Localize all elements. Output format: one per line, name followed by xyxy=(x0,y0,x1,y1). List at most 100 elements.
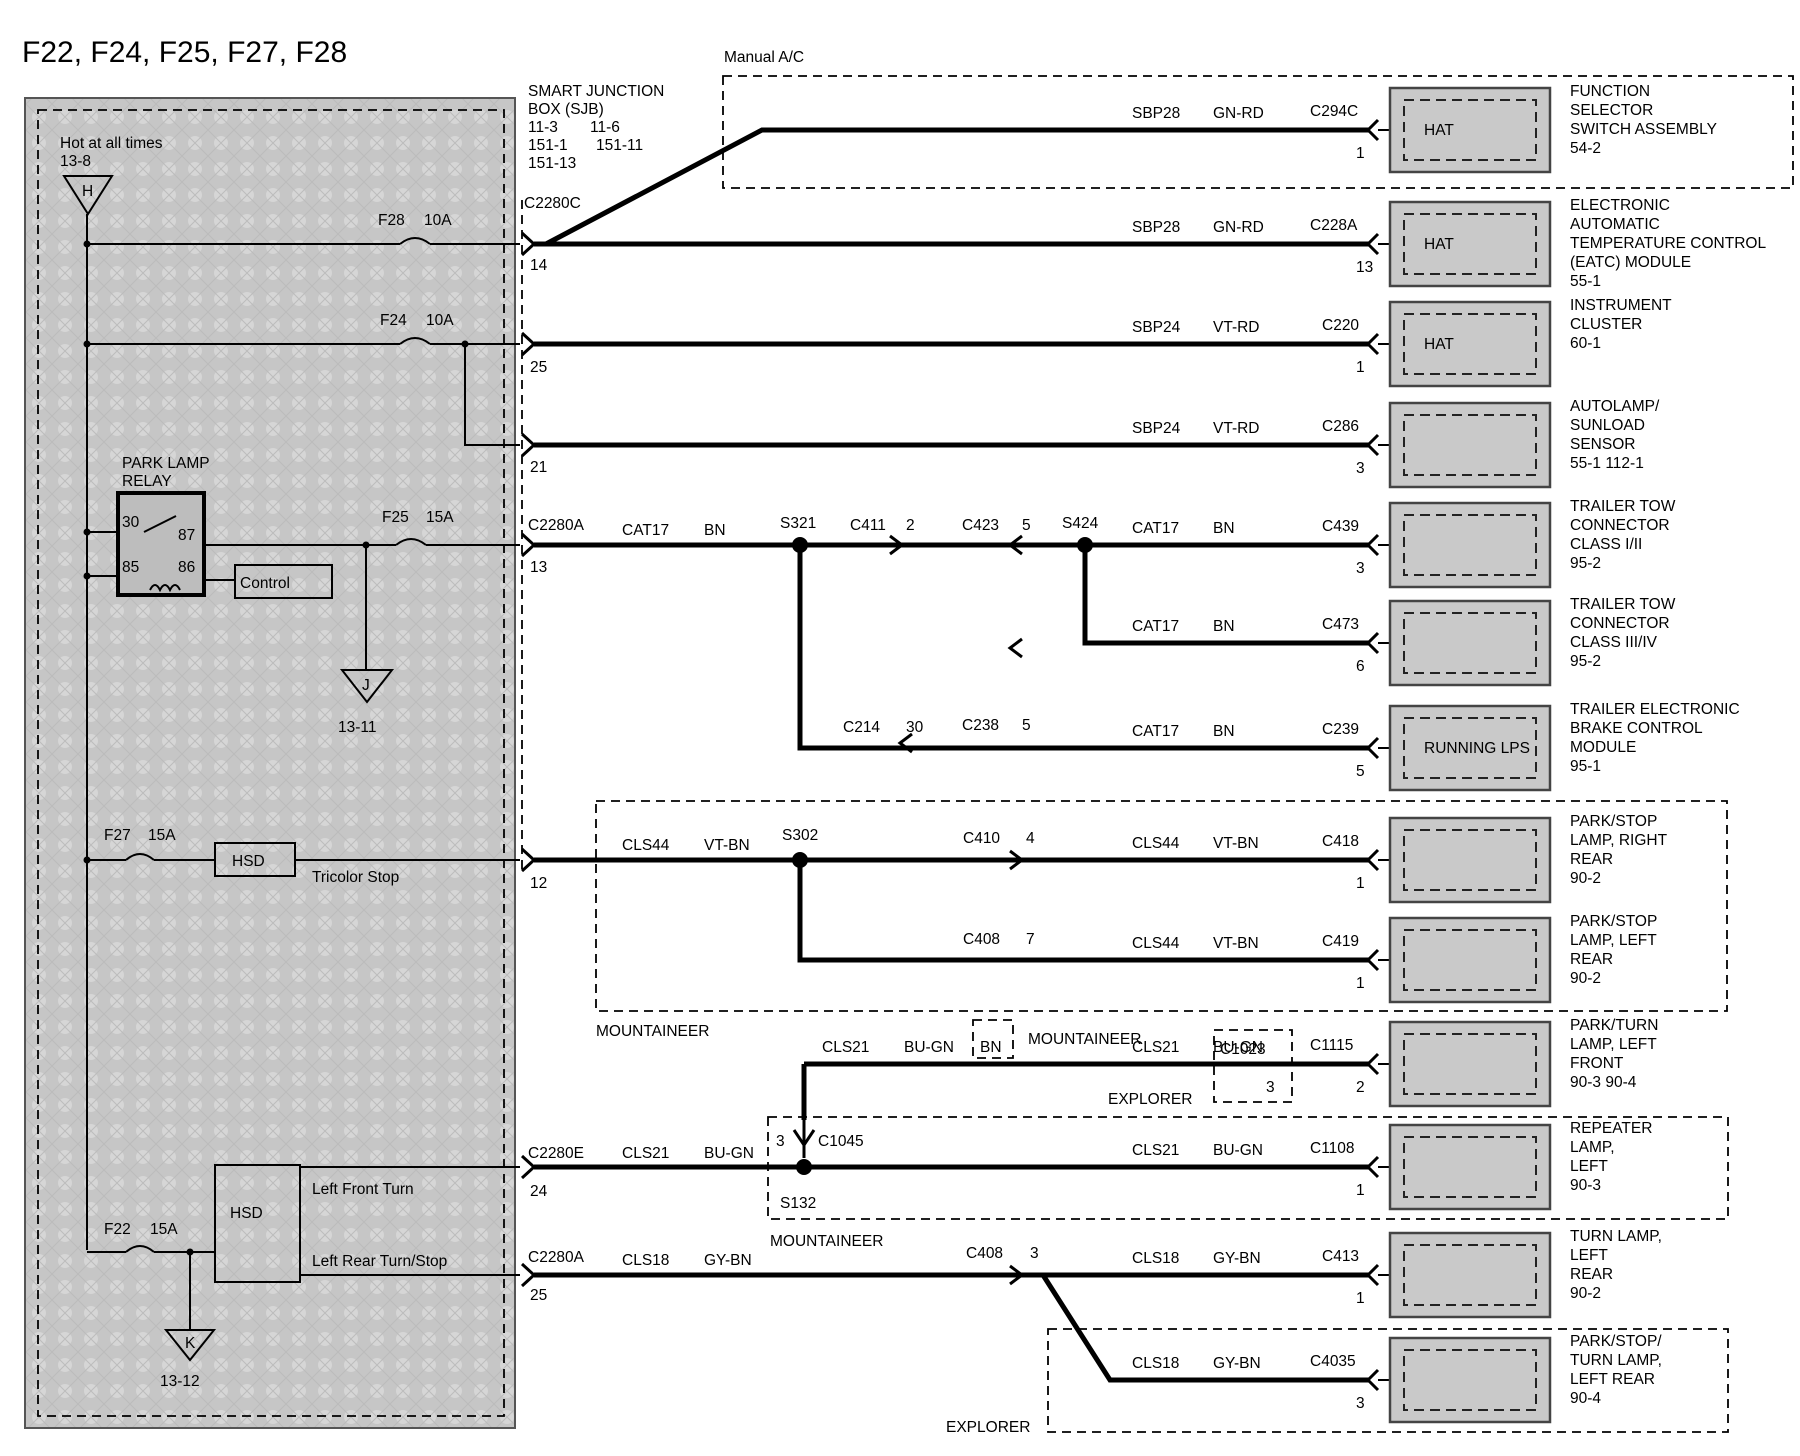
connector-c2280a-1: C2280A xyxy=(528,517,585,534)
splice-s321 xyxy=(792,537,808,553)
component-name-line: 90-2 xyxy=(1570,870,1601,887)
component-name-line: TRAILER TOW xyxy=(1570,498,1676,515)
connector-arrow xyxy=(1365,1263,1380,1287)
component-name-line: AUTOLAMP/ xyxy=(1570,398,1660,415)
component-name-line: FRONT xyxy=(1570,1055,1624,1072)
component-name-line: REAR xyxy=(1570,1266,1613,1283)
inline-c423: C423 xyxy=(962,517,999,534)
mountaineer-region-1 xyxy=(595,800,1728,1012)
sjb-pin-12: 12 xyxy=(530,875,547,892)
inline-connector-arrows xyxy=(889,534,1025,1286)
component-box xyxy=(1388,501,1552,589)
sjb-ref-3: 151-1 xyxy=(528,137,568,154)
control-label: Control xyxy=(240,575,290,592)
wire-circuit-label: CAT17 xyxy=(1132,520,1179,537)
connector-arrow xyxy=(1365,736,1380,760)
wire-color-label: BN xyxy=(1213,520,1235,537)
component-name-line: 95-1 xyxy=(1570,758,1601,775)
component-name-line: LEFT REAR xyxy=(1570,1371,1655,1388)
component-name-line: LAMP, xyxy=(1570,1139,1615,1156)
component-inner-box xyxy=(1403,717,1537,779)
page-title: F22, F24, F25, F27, F28 xyxy=(22,36,347,69)
component-inner-box xyxy=(1403,1244,1537,1306)
connector-label: C1108 xyxy=(1310,1140,1355,1157)
connector-c2280a-2: C2280A xyxy=(528,1249,585,1266)
mountaineer-label-2: MOUNTAINEER xyxy=(770,1233,883,1250)
component-box xyxy=(1388,599,1552,687)
manual-ac-label: Manual A/C xyxy=(724,49,804,66)
inline-c410-pin: 4 xyxy=(1026,830,1035,847)
connector-pin: 1 xyxy=(1356,1182,1365,1199)
connector-label: C418 xyxy=(1322,833,1359,850)
component-name-line: CONNECTOR xyxy=(1570,615,1670,632)
component-name-line: REPEATER xyxy=(1570,1120,1652,1137)
wire-circuit-label: CLS21 xyxy=(1132,1039,1179,1056)
wire-circuit-label: CLS18 xyxy=(1132,1355,1179,1372)
src-wire-cls44-circuit: CLS44 xyxy=(622,837,670,854)
src-wire-cat17-circuit: CAT17 xyxy=(622,522,669,539)
wire-circuit-label: SBP28 xyxy=(1132,219,1180,236)
ground-k-letter: K xyxy=(185,1335,196,1352)
component-name-line: 60-1 xyxy=(1570,335,1601,352)
component-box xyxy=(1388,1336,1552,1424)
component-name-line: 95-2 xyxy=(1570,555,1601,572)
component-box xyxy=(1388,704,1552,792)
component-name-line: CLUSTER xyxy=(1570,316,1642,333)
component-inner-label: HAT xyxy=(1424,336,1454,353)
connector-label: C228A xyxy=(1310,217,1358,234)
sjb-ref-4: 151-11 xyxy=(596,137,643,154)
component-inner-label: HAT xyxy=(1424,236,1454,253)
connector-arrow xyxy=(1365,232,1380,256)
component-inner-box xyxy=(1403,313,1537,375)
connector-label: C286 xyxy=(1322,418,1359,435)
src-wire-cls21-color: BU-GN xyxy=(704,1145,754,1162)
inline-c410: C410 xyxy=(963,830,1000,847)
component-name-line: SWITCH ASSEMBLY xyxy=(1570,121,1717,138)
connector-arrow xyxy=(1365,948,1380,972)
inline-c1023-pin: 3 xyxy=(1266,1079,1275,1096)
relay-pin-87: 87 xyxy=(178,527,195,544)
ground-k-ref: 13-12 xyxy=(160,1373,200,1390)
component-inner-box xyxy=(1403,414,1537,476)
wire-circuit-label: SBP24 xyxy=(1132,420,1181,437)
wire-circuit-label: CLS18 xyxy=(1132,1250,1179,1267)
component-name-line: PARK/STOP xyxy=(1570,913,1657,930)
component-name-line: TRAILER TOW xyxy=(1570,596,1676,613)
sjb-name-line1: SMART JUNCTION xyxy=(528,83,664,100)
inline-c408b-pin: 3 xyxy=(1030,1245,1039,1262)
connector-arrow xyxy=(1365,1155,1380,1179)
component-inner-box xyxy=(1403,213,1537,275)
connector-c2280e: C2280E xyxy=(528,1145,584,1162)
component-name-line: TURN LAMP, xyxy=(1570,1228,1662,1245)
hsd-turn-box xyxy=(214,1164,301,1283)
component-inner-box xyxy=(1403,612,1537,674)
manual-ac-region xyxy=(722,75,1794,189)
component-name-line: TURN LAMP, xyxy=(1570,1352,1662,1369)
wire-circuit-label: CAT17 xyxy=(1132,618,1179,635)
c1045-arrow xyxy=(792,1118,816,1158)
ground-j-symbol xyxy=(339,669,395,704)
src-wire-cls18-color: GY-BN xyxy=(704,1252,752,1269)
connector-label: C220 xyxy=(1322,317,1359,334)
sjb-ref-5: 151-13 xyxy=(528,155,576,172)
component-box xyxy=(1388,300,1552,388)
wire-circuit-label: SBP28 xyxy=(1132,105,1180,122)
component-name-line: 55-1 112-1 xyxy=(1570,455,1644,472)
component-inner-box xyxy=(1403,929,1537,991)
sjb-ref-2: 11-6 xyxy=(590,119,620,136)
component-name-line: LEFT xyxy=(1570,1158,1608,1175)
connector-arrow xyxy=(1365,1052,1380,1076)
splice-s302 xyxy=(792,852,808,868)
inline-c408b: C408 xyxy=(966,1245,1003,1262)
connector-label: C4035 xyxy=(1310,1353,1356,1370)
ground-j-letter: J xyxy=(362,677,370,694)
component-inner-box xyxy=(1403,1349,1537,1411)
wire-color-label: BU-GN xyxy=(1213,1142,1263,1159)
sjb-ref-1: 11-3 xyxy=(528,119,558,136)
bn-box xyxy=(972,1019,1014,1059)
connector-pin: 1 xyxy=(1356,145,1365,162)
connector-pin: 1 xyxy=(1356,1290,1365,1307)
wire-color-label: VT-BN xyxy=(1213,935,1259,952)
smart-junction-box xyxy=(24,97,516,1429)
connector-pin: 6 xyxy=(1356,658,1365,675)
